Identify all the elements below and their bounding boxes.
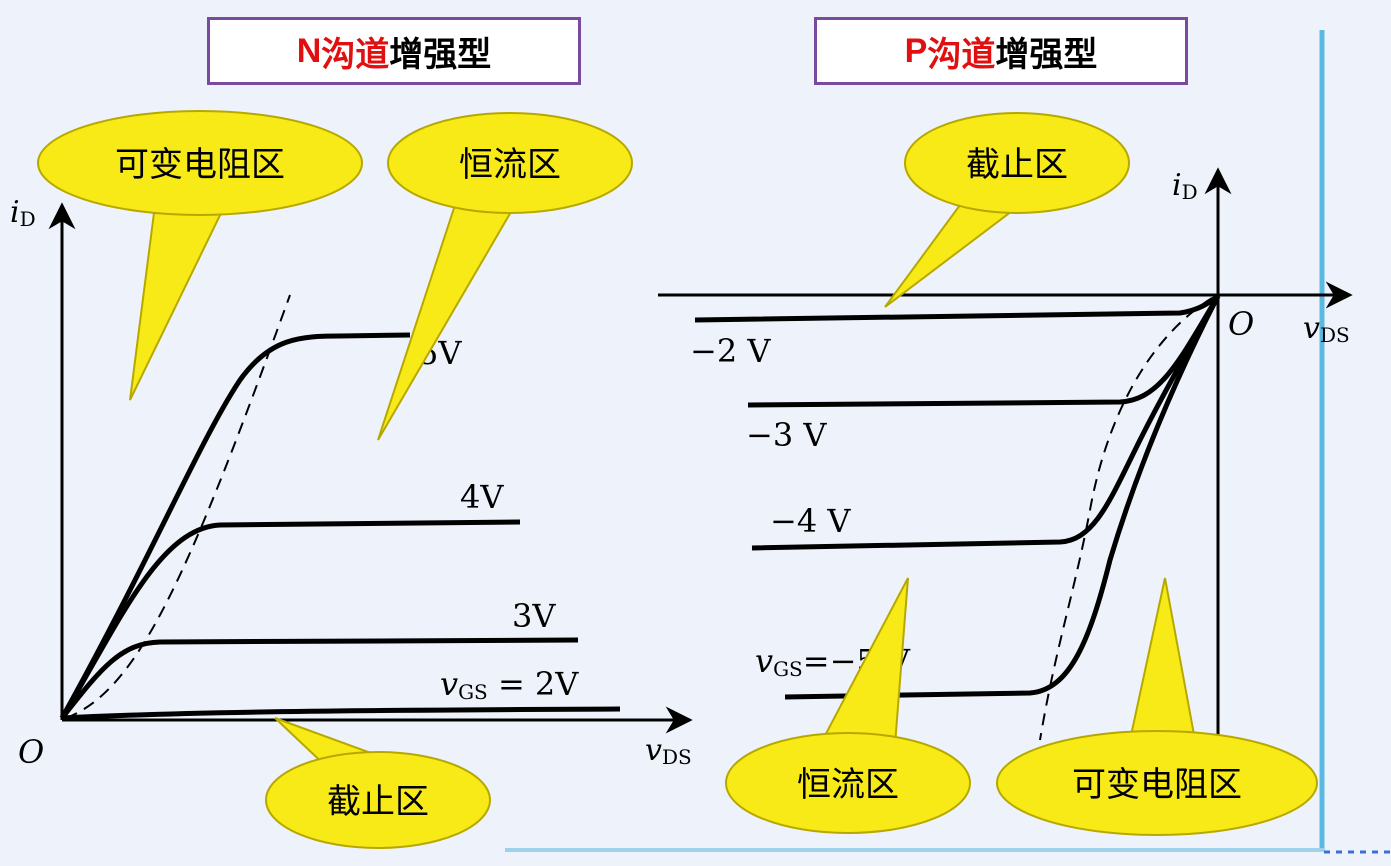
left-x-axis-label: vDS xyxy=(645,733,692,769)
left-label-3v: 3V xyxy=(512,597,556,635)
left-origin-label: O xyxy=(18,733,44,771)
left-boundary-dashed xyxy=(65,294,291,719)
left-curve-3v xyxy=(60,637,579,720)
right-title-suffix: 增强型 xyxy=(995,35,1098,74)
left-bubble-variable-resistance: 可变电阻区 xyxy=(37,110,363,401)
right-title-prefix: P xyxy=(904,31,928,70)
left-graph: iD vDS O 5V 4V 3V vGS = 2V xyxy=(10,195,693,771)
svg-text:截止区: 截止区 xyxy=(327,782,429,822)
right-label-minus3: −3 V xyxy=(746,416,827,454)
left-bubble-cutoff: 截止区 xyxy=(265,717,491,849)
left-bubble-constant-current: 恒流区 xyxy=(377,112,633,441)
right-label-minus4: −4 V xyxy=(770,502,851,540)
left-curve-vgs2 xyxy=(61,706,621,721)
svg-text:可变电阻区: 可变电阻区 xyxy=(1072,765,1242,805)
right-bubble-constant-current: 恒流区 xyxy=(725,577,971,834)
right-graph: iD vDS O −2 V −3 V −4 V vGS=−5 V xyxy=(658,167,1353,741)
right-bubble-cutoff: 截止区 xyxy=(884,112,1130,308)
left-title-channel: 沟道 xyxy=(321,35,390,74)
frame-decoration xyxy=(505,30,1391,854)
right-label-minus2: −2 V xyxy=(690,332,771,370)
left-curve-5v xyxy=(59,332,411,720)
right-curve-minus2 xyxy=(694,294,1220,323)
svg-text:可变电阻区: 可变电阻区 xyxy=(115,145,285,185)
right-origin-label: O xyxy=(1228,305,1254,343)
left-label-vgs2: vGS = 2V xyxy=(440,665,579,704)
svg-text:截止区: 截止区 xyxy=(966,145,1068,185)
right-y-axis-label: iD xyxy=(1172,168,1198,204)
right-curve-minus5 xyxy=(784,294,1221,700)
left-y-axis-label: iD xyxy=(10,195,36,231)
right-boundary-dashed xyxy=(1039,297,1213,741)
left-label-4v: 4V xyxy=(460,478,504,516)
right-title-channel: 沟道 xyxy=(927,35,996,74)
left-title-prefix: N xyxy=(296,31,322,70)
right-x-axis-label: vDS xyxy=(1303,311,1350,347)
left-title-suffix: 增强型 xyxy=(389,35,492,74)
right-bubble-variable-resistance: 可变电阻区 xyxy=(996,577,1318,836)
svg-text:恒流区: 恒流区 xyxy=(797,765,899,805)
svg-text:恒流区: 恒流区 xyxy=(459,145,561,185)
